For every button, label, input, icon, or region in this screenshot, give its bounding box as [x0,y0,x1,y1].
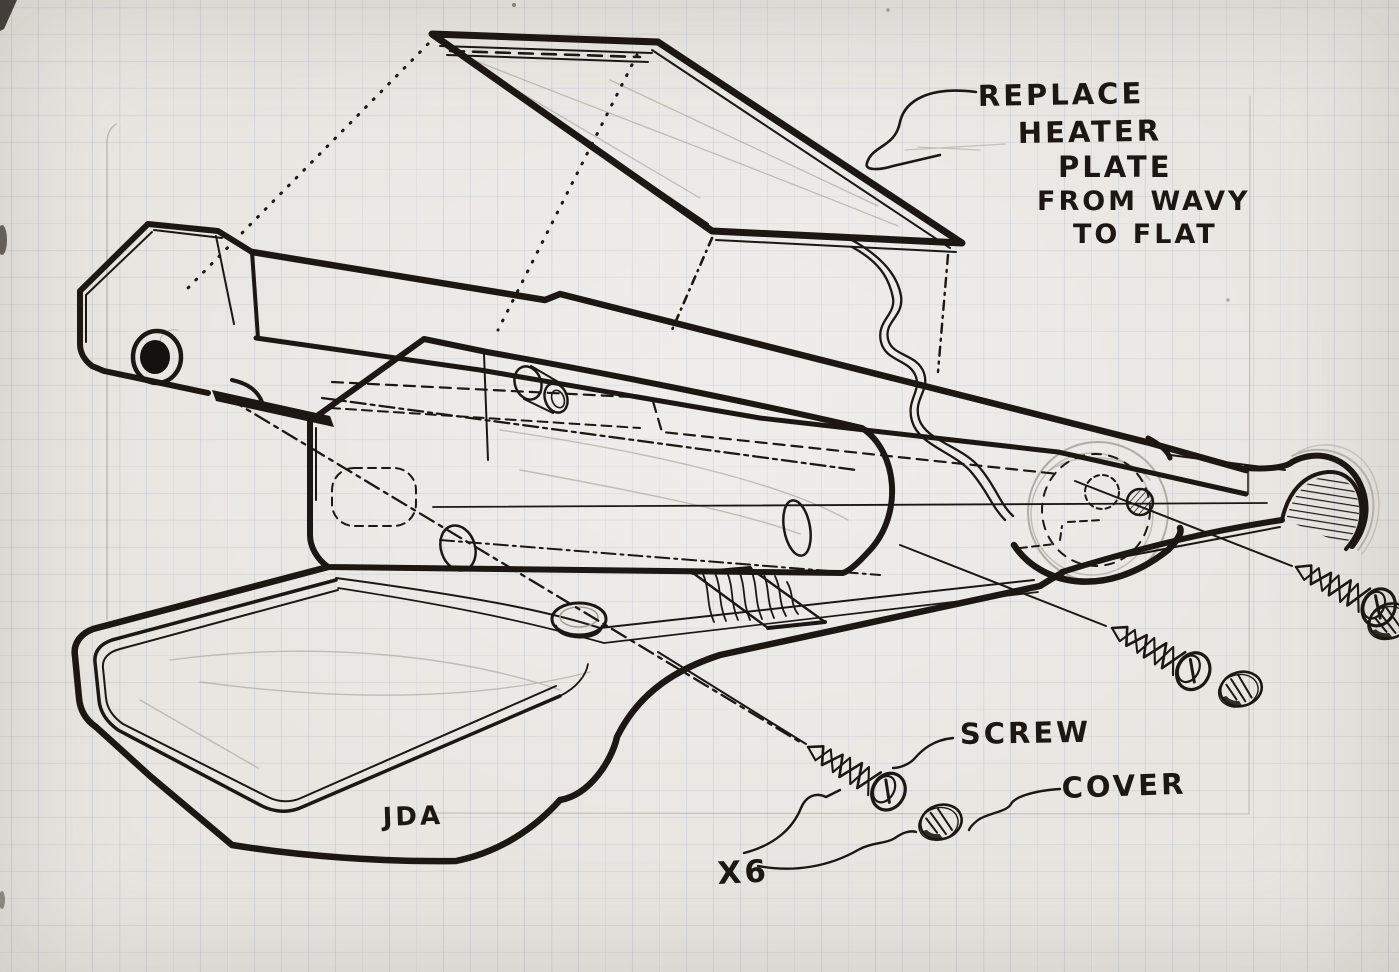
signature: JDA [380,801,443,833]
annotation-leaders [742,89,1062,870]
cover-1 [912,798,968,847]
main-body [307,336,1268,576]
button-knob [550,601,608,639]
hinge-pin-hole [130,328,184,386]
pencil-construction-lines [106,57,1380,815]
upper-arm-recess [248,248,1250,497]
note-line-5: TO FLAT [1073,219,1218,250]
screw-axis-lines [226,396,1293,745]
note-line-1: REPLACE [978,76,1145,113]
screw-3 [1286,548,1399,634]
cover-3 [1361,596,1399,647]
wavy-plate-ghost [844,235,1015,522]
screw-label: SCREW [960,715,1092,751]
projection-lines [184,42,950,374]
end-cap [77,221,334,427]
cover-2 [1213,665,1267,713]
lower-arm [71,563,1066,865]
screw-2 [1101,609,1218,698]
note-line-3: PLATE [1058,150,1173,184]
labels: REPLACE HEATER PLATE FROM WAVY TO FLAT S… [380,76,1251,892]
note-line-2: HEATER [1018,113,1163,150]
screw-boss-cylinder [513,365,569,414]
screw-hole-hatched-right [782,499,812,557]
cover-label: COVER [1061,767,1187,805]
hanger-hook [1059,452,1369,575]
heater-plate [428,30,966,253]
plate-slot-hatched [691,566,827,630]
scan-artifacts [0,0,1230,909]
screw-1 [797,728,914,818]
quantity-label: X6 [717,853,770,892]
note-line-4: FROM WAVY [1037,186,1251,217]
